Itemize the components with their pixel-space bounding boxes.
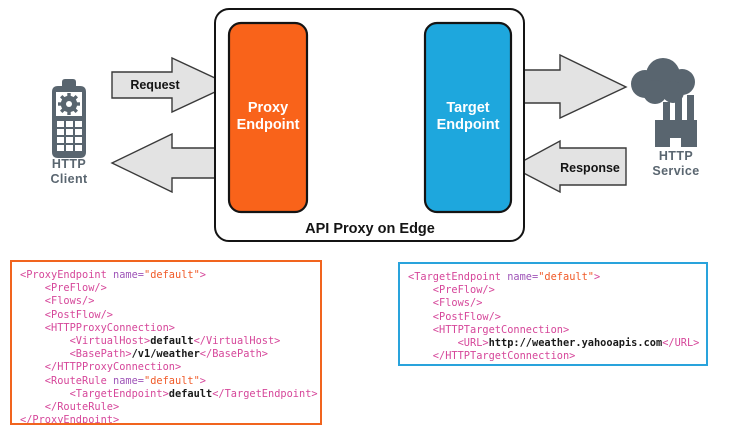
proxy-endpoint-box[interactable] [227,21,309,214]
arrow-request-label: Request [130,78,180,92]
code-line: </ProxyEndpoint> [20,414,120,425]
api-proxy-title: API Proxy on Edge [305,221,435,237]
arrow-client-return [110,132,231,194]
proxy-endpoint-label-line1: Proxy [248,100,288,116]
target-endpoint-label-line1: Target [446,100,489,116]
code-line: <PostFlow/> [408,310,501,323]
http-service-label-line1: HTTP [659,149,693,163]
arrow-target-to-service [511,53,628,120]
arrow-request [111,56,232,114]
code-line: </HTTPTargetConnection> [408,350,576,363]
http-service-label-line2: Service [652,164,699,178]
http-client-icon [52,79,86,158]
api-proxy-flow-diagram: HTTP Client HTTP Service [50,8,699,242]
arrow-response [510,139,627,194]
code-line: </HTTPProxyConnection> [20,361,182,374]
code-line: <BasePath>/v1/weather</BasePath> [20,348,268,361]
code-line: <Flows/> [408,297,483,310]
code-line: </RouteRule> [20,401,120,414]
http-service-icon [631,58,697,147]
http-client-label-line1: HTTP [52,157,86,171]
code-line: <URL>http://weather.yahooapis.com</URL> [408,337,700,350]
proxy-endpoint-label-line2: Endpoint [237,117,300,133]
code-line: <TargetEndpoint name="default"> [408,271,601,283]
code-line: <Flows/> [20,295,95,308]
proxy-endpoint-code-panel: <ProxyEndpoint name="default"> <PreFlow/… [10,260,322,425]
code-line: <TargetEndpoint>default</TargetEndpoint> [20,387,318,400]
code-line: <VirtualHost>default</VirtualHost> [20,335,281,348]
code-line: <HTTPTargetConnection> [408,323,570,336]
code-line: <PreFlow/> [408,284,495,297]
arrow-response-label: Response [560,161,620,175]
code-line: </TargetEndpoint> [408,363,706,364]
target-endpoint-code-panel: <TargetEndpoint name="default"> <PreFlow… [398,262,708,366]
code-line: <RouteRule name="default"> [20,374,206,387]
code-line: <ProxyEndpoint name="default"> [20,269,206,281]
code-line: <HTTPProxyConnection> [20,321,175,334]
code-line: <PostFlow/> [20,308,113,321]
target-endpoint-label-line2: Endpoint [437,117,500,133]
code-line: <PreFlow/> [20,282,107,295]
target-endpoint-box[interactable] [423,21,513,214]
http-client-label-line2: Client [50,172,88,186]
